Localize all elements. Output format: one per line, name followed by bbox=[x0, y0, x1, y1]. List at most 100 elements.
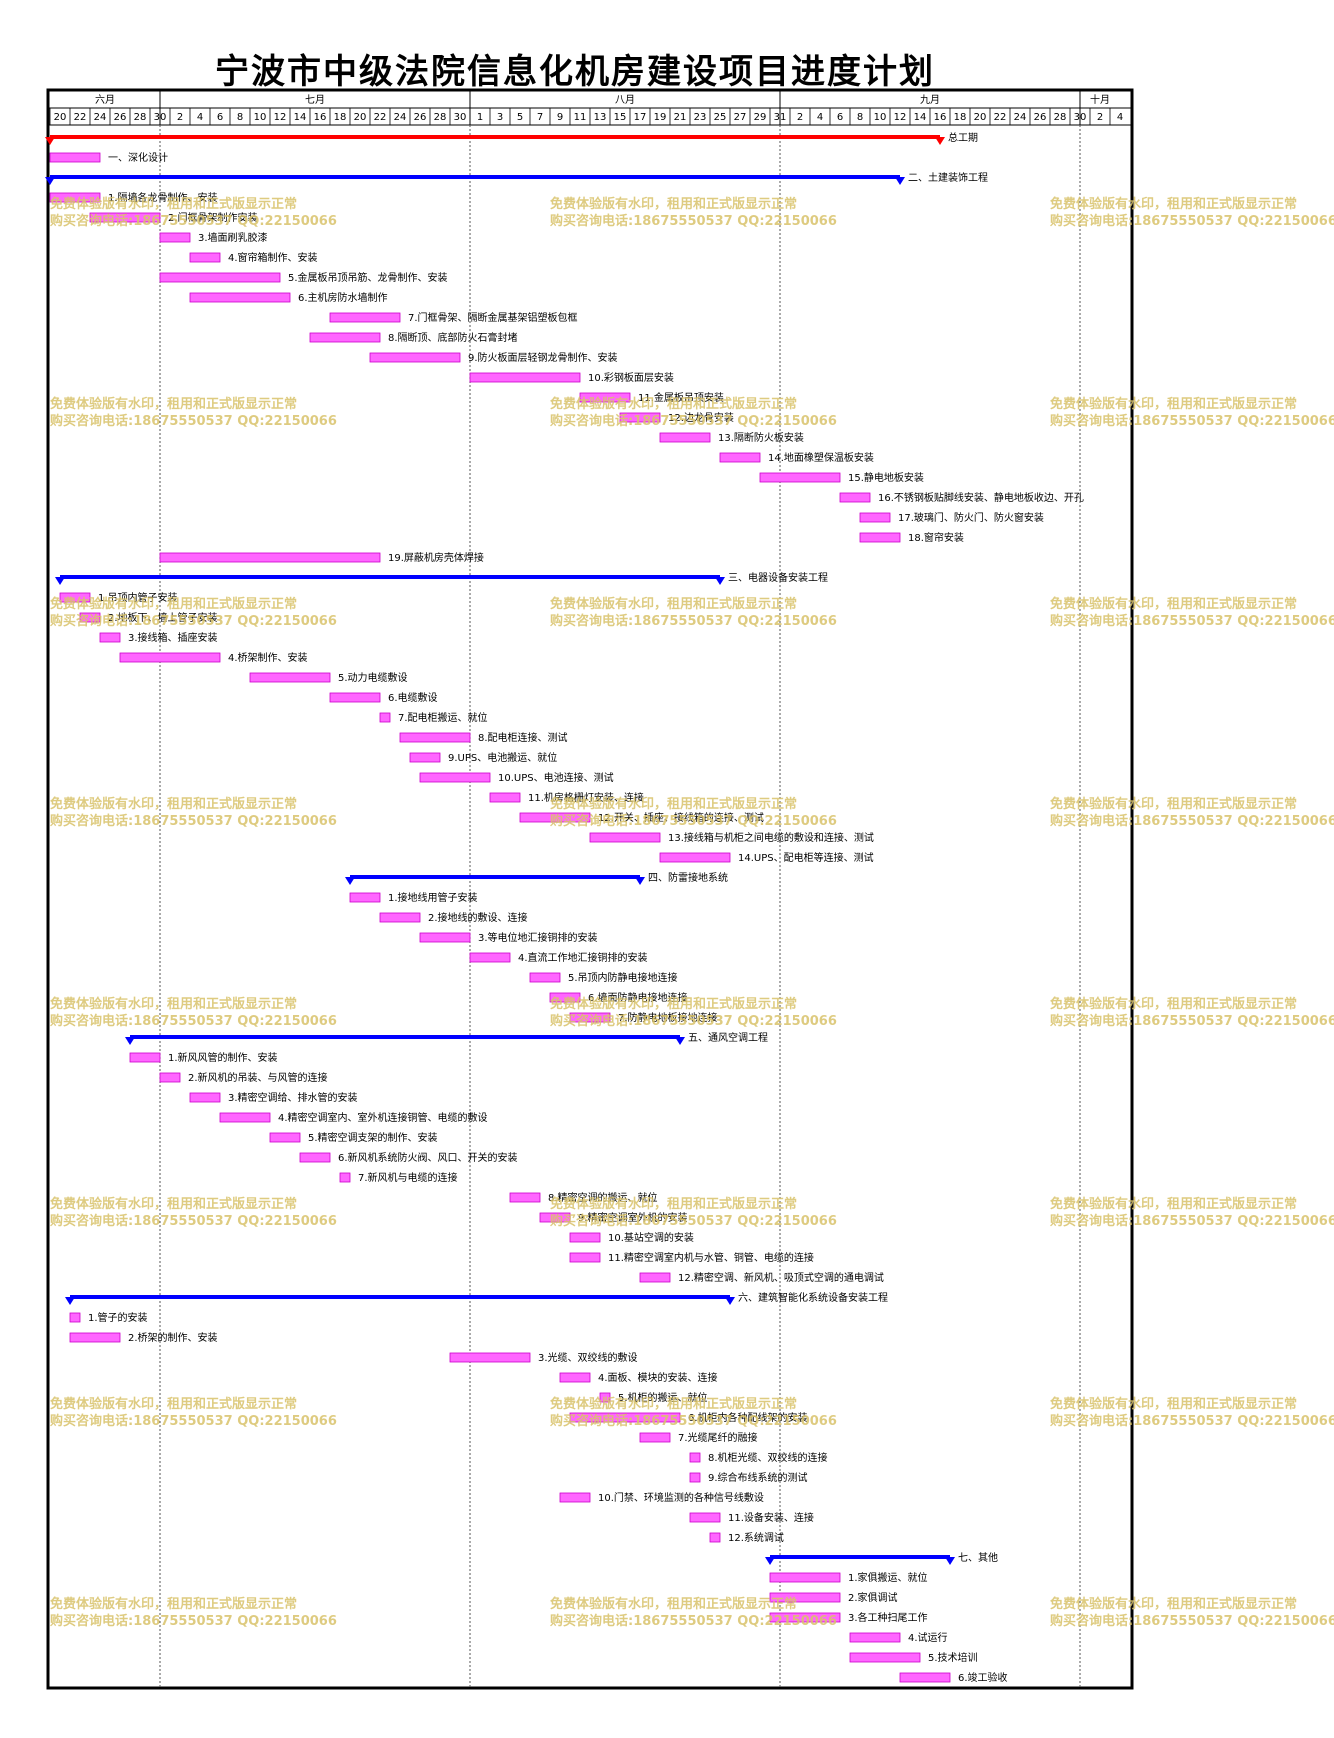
task-label: 3.各工种扫尾工作 bbox=[848, 1611, 928, 1624]
task-label: 7.配电柜搬运、就位 bbox=[398, 711, 488, 724]
day-tick-label: 31 bbox=[774, 112, 787, 123]
task-label: 16.不锈钢板贴脚线安装、静电地板收边、开孔 bbox=[878, 491, 1084, 504]
task-label: 11.机房格栅灯安装、连接 bbox=[528, 791, 644, 804]
month-label: 八月 bbox=[615, 94, 635, 106]
day-tick-label: 30 bbox=[1074, 112, 1087, 123]
task-label: 11.精密空调室内机与水管、铜管、电缆的连接 bbox=[608, 1251, 814, 1264]
task-bar bbox=[769, 1612, 841, 1623]
task-bar bbox=[719, 452, 761, 463]
watermark-line-2: 购买咨询电话:18675550537 QQ:22150066 bbox=[50, 613, 337, 629]
day-tick-label: 18 bbox=[954, 112, 967, 123]
watermark-line-2: 购买咨询电话:18675550537 QQ:22150066 bbox=[550, 213, 837, 229]
day-tick-label: 4 bbox=[197, 112, 203, 123]
task-bar bbox=[659, 432, 711, 443]
task-bar bbox=[309, 332, 381, 343]
day-tick-label: 4 bbox=[1117, 112, 1123, 123]
watermark-line-2: 购买咨询电话:18675550537 QQ:22150066 bbox=[550, 813, 837, 829]
task-bar bbox=[399, 732, 471, 743]
summary-start-marker bbox=[765, 1557, 775, 1565]
summary-bar bbox=[70, 1295, 730, 1299]
watermark-line-1: 免费体验版有水印，租用和正式版显示正常 bbox=[1050, 996, 1297, 1012]
task-label: 7.门框骨架、隔断金属基架铝塑板包框 bbox=[408, 311, 578, 324]
task-bar bbox=[49, 152, 101, 163]
watermark-line-1: 免费体验版有水印，租用和正式版显示正常 bbox=[50, 1396, 297, 1412]
task-label: 四、防雷接地系统 bbox=[648, 871, 728, 884]
day-tick-label: 2 bbox=[177, 112, 183, 123]
task-label: 14.地面橡塑保温板安装 bbox=[768, 451, 874, 464]
task-label: 1.吊顶内管子安装 bbox=[98, 591, 178, 604]
day-tick-label: 28 bbox=[434, 112, 447, 123]
task-label: 15.静电地板安装 bbox=[848, 471, 924, 484]
watermark-line-1: 免费体验版有水印，租用和正式版显示正常 bbox=[50, 1596, 297, 1612]
task-label: 4.精密空调室内、室外机连接铜管、电缆的敷设 bbox=[278, 1111, 488, 1124]
watermark-line-2: 购买咨询电话:18675550537 QQ:22150066 bbox=[550, 1413, 837, 1429]
task-label: 5.机柜的搬运、就位 bbox=[618, 1391, 708, 1404]
watermark-line-2: 购买咨询电话:18675550537 QQ:22150066 bbox=[50, 813, 337, 829]
day-tick-label: 28 bbox=[1054, 112, 1067, 123]
task-bar bbox=[569, 1252, 601, 1263]
task-bar bbox=[689, 1472, 701, 1483]
day-tick-label: 11 bbox=[574, 112, 587, 123]
task-label: 2.门框骨架制作安装 bbox=[168, 211, 258, 224]
task-label: 2.地板下、墙上管子安装 bbox=[108, 611, 218, 624]
task-label: 12.系统调试 bbox=[728, 1531, 784, 1544]
summary-end-marker bbox=[895, 177, 905, 185]
task-bar bbox=[519, 812, 591, 823]
summary-bar bbox=[770, 1555, 950, 1559]
task-label: 2.家俱调试 bbox=[848, 1591, 898, 1604]
day-tick-label: 20 bbox=[354, 112, 367, 123]
task-bar bbox=[639, 1272, 671, 1283]
task-bar bbox=[759, 472, 841, 483]
task-label: 1.家俱搬运、就位 bbox=[848, 1571, 928, 1584]
task-bar bbox=[219, 1112, 271, 1123]
watermark-line-2: 购买咨询电话:18675550537 QQ:22150066 bbox=[550, 1613, 837, 1629]
day-tick-label: 30 bbox=[454, 112, 467, 123]
day-tick-label: 29 bbox=[754, 112, 767, 123]
task-label: 9.精密空调室外机的安装 bbox=[578, 1211, 688, 1224]
task-label: 7.光缆尾纤的融接 bbox=[678, 1431, 758, 1444]
task-label: 10.门禁、环境监测的各种信号线敷设 bbox=[598, 1491, 764, 1504]
task-label: 17.玻璃门、防火门、防火窗安装 bbox=[898, 511, 1044, 524]
day-tick-label: 17 bbox=[634, 112, 647, 123]
task-label: 2.新风机的吊装、与风管的连接 bbox=[188, 1071, 328, 1084]
task-label: 7.新风机与电缆的连接 bbox=[358, 1171, 458, 1184]
watermark-line-2: 购买咨询电话:18675550537 QQ:22150066 bbox=[550, 613, 837, 629]
task-bar bbox=[769, 1572, 841, 1583]
task-label: 19.屏蔽机房壳体焊接 bbox=[388, 551, 484, 564]
task-bar bbox=[709, 1532, 721, 1543]
task-bar bbox=[159, 232, 191, 243]
task-label: 1.隔墙各龙骨制作、安装 bbox=[108, 191, 218, 204]
watermark-line-1: 免费体验版有水印，租用和正式版显示正常 bbox=[1050, 596, 1297, 612]
task-label: 8.机柜光缆、双绞线的连接 bbox=[708, 1451, 828, 1464]
task-label: 1.管子的安装 bbox=[88, 1311, 148, 1324]
watermark-line-2: 购买咨询电话:18675550537 QQ:22150066 bbox=[1050, 213, 1334, 229]
day-tick-label: 26 bbox=[114, 112, 127, 123]
summary-start-marker bbox=[45, 177, 55, 185]
watermark-line-2: 购买咨询电话:18675550537 QQ:22150066 bbox=[1050, 1613, 1334, 1629]
watermark-line-1: 免费体验版有水印，租用和正式版显示正常 bbox=[1050, 796, 1297, 812]
task-bar bbox=[569, 1232, 601, 1243]
watermark-line-1: 免费体验版有水印，租用和正式版显示正常 bbox=[50, 396, 297, 412]
day-tick-label: 4 bbox=[817, 112, 823, 123]
day-tick-label: 2 bbox=[797, 112, 803, 123]
total-duration-bar bbox=[50, 135, 940, 139]
task-bar bbox=[129, 1052, 161, 1063]
day-tick-label: 12 bbox=[274, 112, 287, 123]
task-bar bbox=[189, 1092, 221, 1103]
task-label: 3.墙面刷乳胶漆 bbox=[198, 231, 268, 244]
task-label: 5.吊顶内防静电接地连接 bbox=[568, 971, 678, 984]
day-tick-label: 25 bbox=[714, 112, 727, 123]
watermark-line-1: 免费体验版有水印，租用和正式版显示正常 bbox=[50, 796, 297, 812]
watermark-line-1: 免费体验版有水印，租用和正式版显示正常 bbox=[550, 1596, 797, 1612]
task-bar bbox=[59, 592, 91, 603]
task-bar bbox=[599, 1392, 611, 1403]
task-bar bbox=[99, 632, 121, 643]
task-label: 3.等电位地汇接铜排的安装 bbox=[478, 931, 598, 944]
task-label: 18.窗帘安装 bbox=[908, 531, 964, 544]
day-tick-label: 6 bbox=[217, 112, 223, 123]
day-tick-label: 22 bbox=[74, 112, 87, 123]
day-tick-label: 24 bbox=[394, 112, 407, 123]
month-label: 七月 bbox=[305, 94, 325, 106]
watermark-line-1: 免费体验版有水印，租用和正式版显示正常 bbox=[550, 396, 797, 412]
